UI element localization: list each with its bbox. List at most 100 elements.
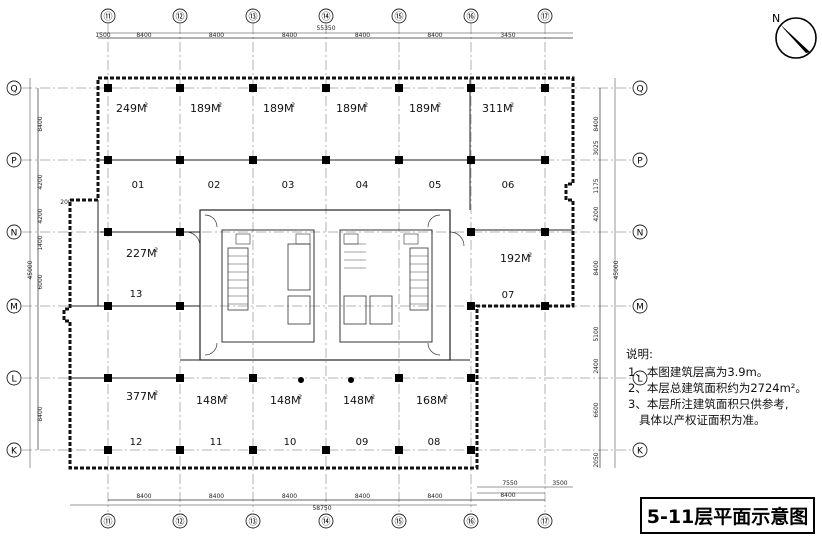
row-axis-label: M <box>636 303 644 313</box>
dimension-label: 6000 <box>37 274 44 289</box>
room-area: 189M <box>336 102 367 115</box>
dimension-label: 4200 <box>37 208 44 223</box>
column-axis-label: ⑬ <box>248 517 257 528</box>
area-superscript: 2 <box>364 102 368 109</box>
dimension-label: 8400 <box>209 493 224 500</box>
area-superscript: 2 <box>371 394 375 401</box>
row-axis-label: N <box>11 229 18 239</box>
dimension-label: 8400 <box>136 32 151 39</box>
dimension-label: 1400 <box>37 235 44 250</box>
room-area: 311M <box>482 102 513 115</box>
room-number: 04 <box>356 180 369 191</box>
room-area: 227M <box>126 247 157 260</box>
dimension-label: 8400 <box>355 493 370 500</box>
area-superscript: 2 <box>224 394 228 401</box>
room-number: 10 <box>284 437 297 448</box>
room-number: 02 <box>208 180 221 191</box>
dimension-label: 5100 <box>593 326 600 341</box>
room-area: 377M <box>126 390 157 403</box>
column-axis-label: ⑰ <box>540 517 549 528</box>
area-superscript: 2 <box>144 102 148 109</box>
dimension-label: 8400 <box>427 493 442 500</box>
column-axis-label: ⑭ <box>321 12 330 23</box>
column-axis-label: ⑪ <box>103 12 112 23</box>
dimension-label: 45000 <box>27 260 34 279</box>
dimension-label: 4200 <box>37 174 44 189</box>
row-axis-label: N <box>637 229 644 239</box>
dimension-lines <box>29 32 616 506</box>
row-axis-label: P <box>637 157 643 167</box>
dimension-labels: 55350 1500 8400 8400 8400 8400 8400 3450 8400 840… <box>27 25 620 512</box>
dimension-label: 8400 <box>282 493 297 500</box>
room-number: 11 <box>210 437 223 448</box>
notes-panel: 说明: 1、本图建筑层高为3.9m。 2、本层总建筑面积约为2724m²。 3、… <box>626 346 816 428</box>
dimension-label: 8400 <box>500 492 515 499</box>
dimension-label: 7550 <box>502 480 517 487</box>
room-area: 189M <box>409 102 440 115</box>
dimension-label: 6600 <box>593 402 600 417</box>
note-item-2: 2、本层总建筑面积约为2724m²。 <box>628 381 807 395</box>
area-superscript: 2 <box>298 394 302 401</box>
room-number: 13 <box>130 289 143 300</box>
room-number: 12 <box>130 437 143 448</box>
dimension-label: 8400 <box>282 32 297 39</box>
room-number: 01 <box>132 180 145 191</box>
dimension-label: 3450 <box>500 32 515 39</box>
room-number: 03 <box>282 180 295 191</box>
structural-columns <box>104 84 549 454</box>
dimension-label: 8400 <box>593 260 600 275</box>
dimension-label: 1500 <box>95 32 110 39</box>
area-superscript: 2 <box>154 390 158 397</box>
dimension-label: 55350 <box>316 25 335 32</box>
drawing-title: 5-11层平面示意图 <box>640 497 815 534</box>
room-number: 05 <box>429 180 442 191</box>
room-number: 06 <box>502 180 515 191</box>
column-axis-label: ⑫ <box>175 12 184 23</box>
column-axis-label: ⑫ <box>175 517 184 528</box>
room-area: 249M <box>116 102 147 115</box>
room-number: 08 <box>428 437 441 448</box>
dimension-label: 58750 <box>312 505 331 512</box>
note-item-1: 1、本图建筑层高为3.9m。 <box>628 365 769 379</box>
area-superscript: 2 <box>291 102 295 109</box>
row-axis-label: K <box>11 447 18 457</box>
dimension-label: 8400 <box>37 116 44 131</box>
room-area: 192M <box>500 252 531 265</box>
dimension-label: 2050 <box>593 452 600 467</box>
column-axis-label: ⑯ <box>466 517 475 528</box>
dimension-label: 8400 <box>593 116 600 131</box>
dimension-label: 4200 <box>593 206 600 221</box>
area-superscript: 2 <box>444 394 448 401</box>
row-axis-label: L <box>637 375 642 385</box>
dimension-label: 3025 <box>593 140 600 155</box>
column-axis-label: ⑯ <box>466 12 475 23</box>
room-area: 148M <box>270 394 301 407</box>
column-axis-label: ⑮ <box>394 12 403 23</box>
note-item-4: 具体以产权证面积为准。 <box>628 413 766 427</box>
axis-grid <box>22 24 632 512</box>
room-area: 148M <box>343 394 374 407</box>
room-number: 07 <box>502 290 515 301</box>
row-axis-label: M <box>10 303 18 313</box>
dimension-label: 8400 <box>136 493 151 500</box>
room-area: 189M <box>263 102 294 115</box>
area-superscript: 2 <box>218 102 222 109</box>
dimension-label: 8400 <box>37 406 44 421</box>
room-area: 189M <box>190 102 221 115</box>
area-superscript: 2 <box>154 247 158 254</box>
notes-title: 说明: <box>626 347 653 361</box>
room-area: 168M <box>416 394 447 407</box>
note-item-3: 3、本层所注建筑面积只供参考, <box>628 397 789 411</box>
dimension-label: 8400 <box>427 32 442 39</box>
column-axis-label: ⑬ <box>248 12 257 23</box>
dimension-label: 8400 <box>355 32 370 39</box>
area-superscript: 2 <box>510 102 514 109</box>
row-axis-label: Q <box>10 85 17 95</box>
room-number: 09 <box>356 437 369 448</box>
building-walls <box>62 76 575 470</box>
north-label: N <box>772 12 780 25</box>
column-axis-label: ⑭ <box>321 517 330 528</box>
